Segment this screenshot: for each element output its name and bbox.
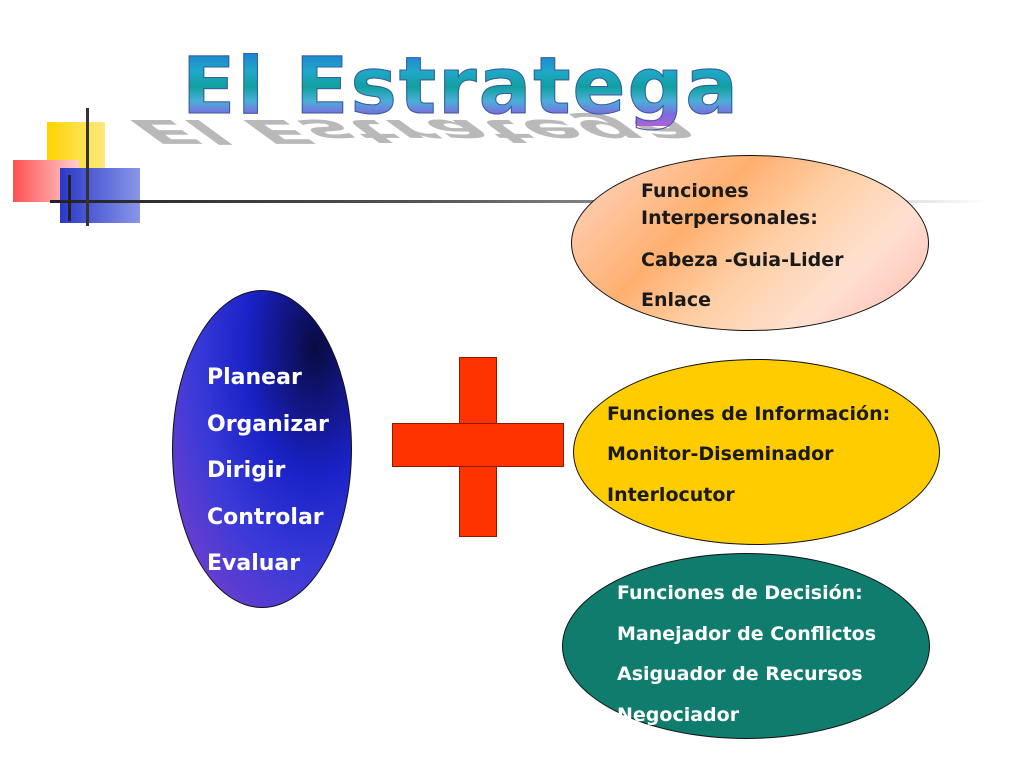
decor-vertical-line — [86, 108, 89, 226]
center-item: Dirigir — [207, 458, 286, 483]
informacion-item: Monitor-Diseminador — [607, 443, 834, 465]
interpersonal-heading-line1: Funciones — [641, 180, 749, 202]
center-functions-oval — [172, 290, 352, 608]
informacion-heading: Funciones de Información: — [607, 403, 891, 425]
page-title: El Estratega — [182, 42, 740, 132]
interpersonal-heading-line2: Interpersonales: — [641, 207, 818, 229]
interpersonal-item: Cabeza -Guia-Lider — [641, 249, 844, 271]
decor-blue-square — [60, 168, 140, 223]
decor-horizontal-line — [50, 200, 990, 203]
decision-item: Asiguador de Recursos — [617, 663, 863, 685]
decision-item: Negociador — [617, 704, 740, 726]
center-item: Planear — [207, 365, 302, 390]
informacion-item: Interlocutor — [607, 484, 735, 506]
center-functions-list: Planear Organizar Dirigir Controlar Eval… — [207, 355, 329, 588]
plus-icon-center — [460, 424, 496, 466]
decision-heading: Funciones de Decisión: — [617, 582, 863, 604]
informacion-oval — [573, 359, 940, 545]
center-item: Evaluar — [207, 551, 301, 576]
interpersonal-item: Enlace — [641, 289, 711, 311]
decor-vertical-line-short — [68, 175, 71, 221]
center-item: Controlar — [207, 504, 324, 530]
decision-oval — [562, 553, 930, 739]
interpersonal-oval — [571, 155, 929, 331]
decision-item: Manejador de Conflictos — [617, 623, 877, 645]
center-item: Organizar — [207, 411, 329, 437]
